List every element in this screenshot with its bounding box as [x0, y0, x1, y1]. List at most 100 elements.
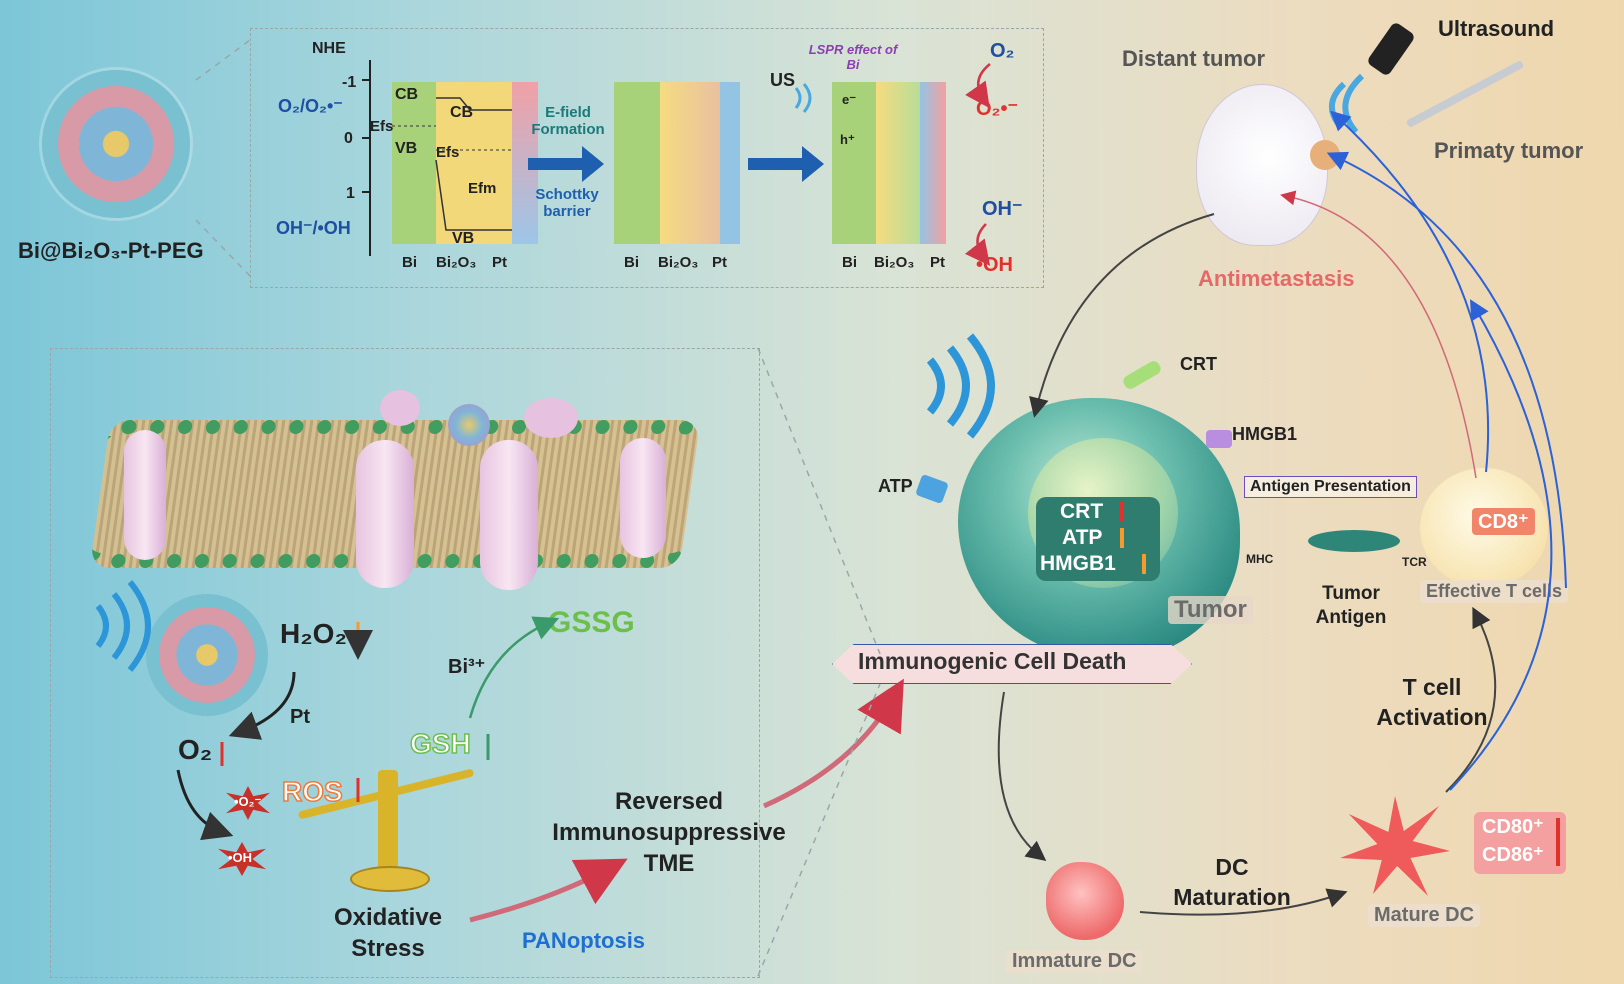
superoxide-label: •O₂⁻	[234, 794, 262, 809]
mouse-illustration	[1196, 84, 1328, 246]
t-activation-label: T cell Activation	[1376, 674, 1488, 730]
o2-radical-label: O₂•⁻	[976, 98, 1019, 120]
panoptosis-label: PANoptosis	[522, 928, 646, 953]
band2-bi2o3	[660, 82, 720, 244]
primary-tumor-label: Primaty tumor	[1434, 138, 1584, 163]
channel-protein-2	[356, 440, 414, 588]
tick-1: 1	[346, 185, 355, 202]
vb1-label: VB	[395, 140, 418, 157]
mhc-tcr-complex	[1308, 530, 1400, 552]
material-bi2o3-3: Bi₂O₃	[874, 254, 915, 271]
pt-catalyst-label: Pt	[290, 706, 310, 728]
oh-couple-label: OH⁻/•OH	[276, 218, 351, 238]
mhc-label: MHC	[1246, 552, 1274, 566]
cb1-label: CB	[395, 86, 419, 103]
atp-receptor-icon	[915, 473, 949, 505]
lspr-label: LSPR effect of Bi	[808, 42, 898, 72]
efs-label-2: Efs	[436, 144, 460, 161]
damp-hmgb1: HMGB1	[1040, 552, 1116, 575]
atp-up-arrow	[1120, 528, 1124, 548]
channel-protein-3	[480, 440, 538, 590]
band2-bi	[614, 82, 660, 244]
distant-tumor-label: Distant tumor	[1122, 46, 1265, 71]
oh-label: OH⁻	[982, 198, 1023, 220]
mature-dc-label: Mature DC	[1368, 904, 1481, 927]
ultrasound-probe-icon	[1366, 21, 1416, 77]
gsh-label: GSH	[409, 727, 471, 760]
glycoprotein-1	[380, 390, 420, 426]
material-pt-2: Pt	[712, 254, 727, 271]
us-label: US	[770, 70, 796, 90]
material-bi2o3-1: Bi₂O₃	[436, 254, 477, 271]
dc-maturation-label: DC Maturation	[1173, 854, 1291, 910]
immature-dc-cell	[1046, 862, 1124, 940]
gssg-label: GSSG	[548, 606, 635, 639]
o2-label: O₂	[990, 40, 1015, 62]
h2o2-label: H₂O₂	[280, 618, 347, 649]
band-diagram-panel	[250, 28, 1044, 288]
channel-protein-1	[124, 430, 166, 560]
band3-bi	[832, 82, 876, 244]
reversed-tme-label: Reversed Immunosuppressive TME	[552, 788, 786, 877]
cd8-label: CD8⁺	[1472, 508, 1535, 535]
crt-up-arrow	[1120, 502, 1124, 522]
icd-label: Immunogenic Cell Death	[858, 648, 1127, 674]
hmgb1-label: HMGB1	[1232, 424, 1298, 444]
antigen-presentation-label: Antigen Presentation	[1244, 476, 1417, 498]
nhe-axis-title: NHE	[312, 40, 346, 57]
hmgb1-down-arrow	[1142, 554, 1146, 574]
channel-protein-4	[620, 438, 666, 558]
icd-banner	[832, 644, 1192, 684]
cd-marker-box	[1474, 812, 1566, 874]
efs-label-1: Efs	[370, 118, 394, 135]
tumor-label: Tumor	[1168, 596, 1253, 624]
atp-label: ATP	[878, 476, 913, 496]
schottky-label: Schottky barrier	[535, 186, 599, 220]
band1-bi2o3	[436, 82, 512, 244]
balance-base	[350, 866, 430, 892]
vb2-label: VB	[452, 230, 475, 247]
nanoparticle-small	[146, 594, 268, 716]
crt-receptor-icon	[1121, 358, 1163, 392]
damp-crt: CRT	[1060, 500, 1104, 523]
hydroxyl-label: •OH	[228, 850, 253, 865]
material-bi2o3-2: Bi₂O₃	[658, 254, 699, 271]
electron-label: e⁻	[842, 92, 857, 107]
material-pt-1: Pt	[492, 254, 507, 271]
efm-label: Efm	[468, 180, 497, 197]
cd86-label: CD86⁺	[1482, 844, 1544, 866]
tumor-antigen-label: Tumor Antigen	[1315, 583, 1387, 628]
nanoparticle-label: Bi@Bi₂O₃-Pt-PEG	[18, 238, 204, 263]
o2-product-label: O₂	[178, 734, 213, 765]
cd-up-arrow	[1556, 818, 1560, 866]
cb2-label: CB	[450, 104, 474, 121]
material-bi-2: Bi	[624, 254, 639, 271]
immature-dc-label: Immature DC	[1006, 950, 1143, 973]
tcr-label: TCR	[1402, 555, 1427, 569]
oh-radical-label: •OH	[976, 254, 1014, 276]
antimetastasis-label: Antimetastasis	[1198, 266, 1355, 291]
band3-bi2o3	[876, 82, 920, 244]
band3-pt	[920, 82, 946, 244]
efield-label: E-field Formation	[531, 104, 605, 138]
membrane-panel	[50, 348, 760, 978]
glycoprotein-2	[524, 398, 578, 438]
nanoparticle-on-membrane	[448, 404, 490, 446]
band1-bi	[392, 82, 436, 244]
syringe-icon	[1405, 59, 1525, 129]
material-bi-3: Bi	[842, 254, 857, 271]
material-pt-3: Pt	[930, 254, 945, 271]
nanoparticle-illustration	[42, 70, 190, 218]
bi3-label: Bi³⁺	[448, 656, 486, 678]
cd80-label: CD80⁺	[1482, 816, 1544, 838]
material-bi-1: Bi	[402, 254, 417, 271]
ultrasound-label: Ultrasound	[1438, 16, 1555, 41]
tick-0: 0	[344, 130, 353, 147]
band2-pt	[720, 82, 740, 244]
hole-label: h⁺	[840, 132, 855, 147]
effective-t-label: Effective T cells	[1420, 580, 1569, 603]
damp-box	[1036, 497, 1160, 581]
crt-label: CRT	[1180, 354, 1217, 374]
balance-scale-icon	[378, 770, 398, 870]
